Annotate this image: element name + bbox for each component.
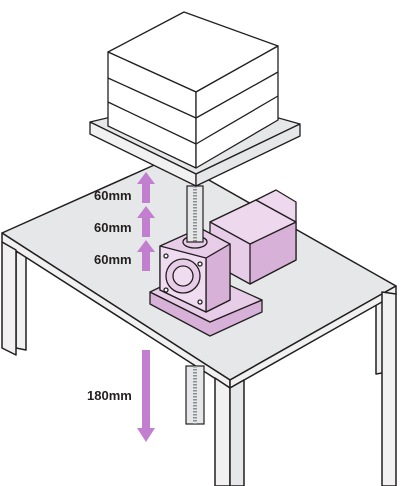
arrow-up-3 [137, 240, 155, 271]
screw-jack-actuator [149, 189, 297, 337]
load-stack [107, 11, 279, 169]
label-lift-2: 60mm [94, 220, 132, 235]
arrow-up-1 [137, 172, 155, 203]
lead-screw-below [185, 365, 205, 425]
table-leg-back-left [15, 251, 27, 351]
label-lift-1: 60mm [94, 188, 132, 203]
label-total-travel: 180mm [87, 388, 132, 403]
table-leg-front [214, 377, 231, 486]
load-box-right [195, 45, 279, 169]
arrow-up-2 [137, 206, 155, 237]
motor-cap [255, 189, 297, 223]
lead-screw-above [186, 185, 204, 243]
label-lift-3: 60mm [94, 252, 132, 267]
arrow-down-travel [137, 350, 155, 442]
table-leg-front-left [1, 241, 17, 356]
lift-arrows [137, 172, 155, 442]
table-leg-front-side [229, 379, 245, 486]
table-leg-right [381, 291, 397, 486]
